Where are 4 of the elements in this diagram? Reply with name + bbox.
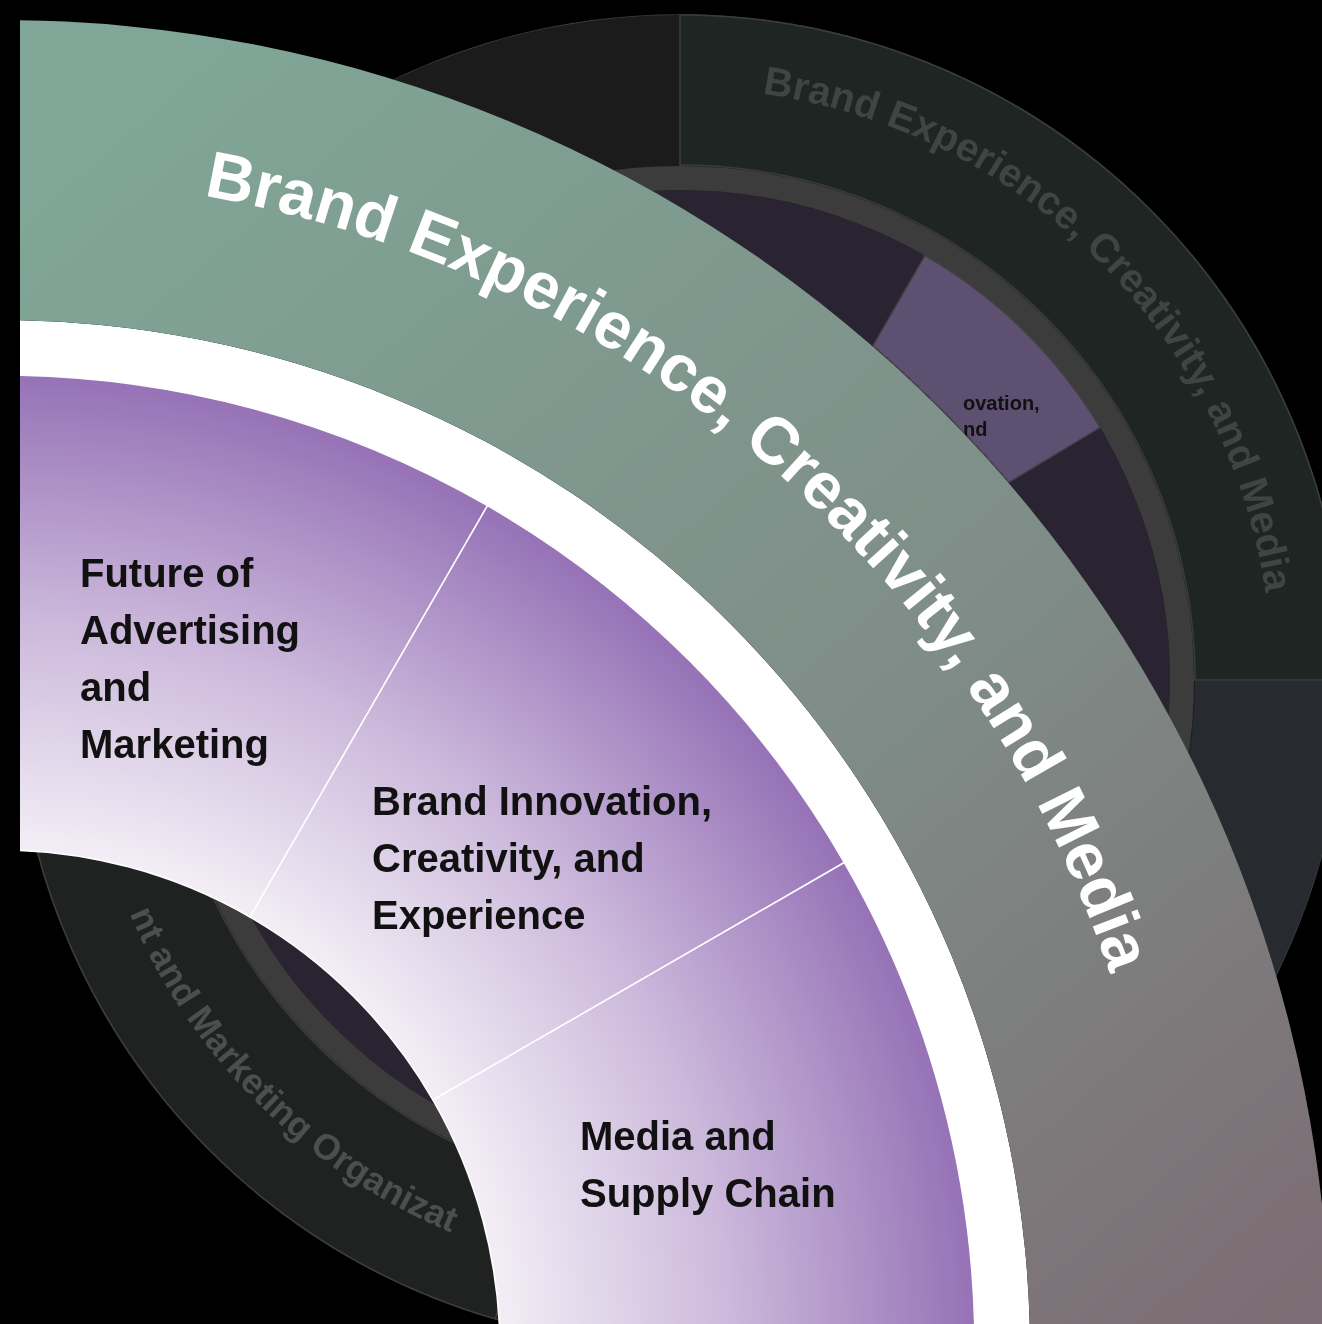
segment-label: Future of Advertising and Marketing: [80, 550, 302, 768]
category-band: [20, 20, 1322, 1324]
segment-label: Brand Innovation, Creativity, and Experience: [372, 778, 713, 939]
segment-label: Media and Supply Chain: [580, 1113, 837, 1217]
